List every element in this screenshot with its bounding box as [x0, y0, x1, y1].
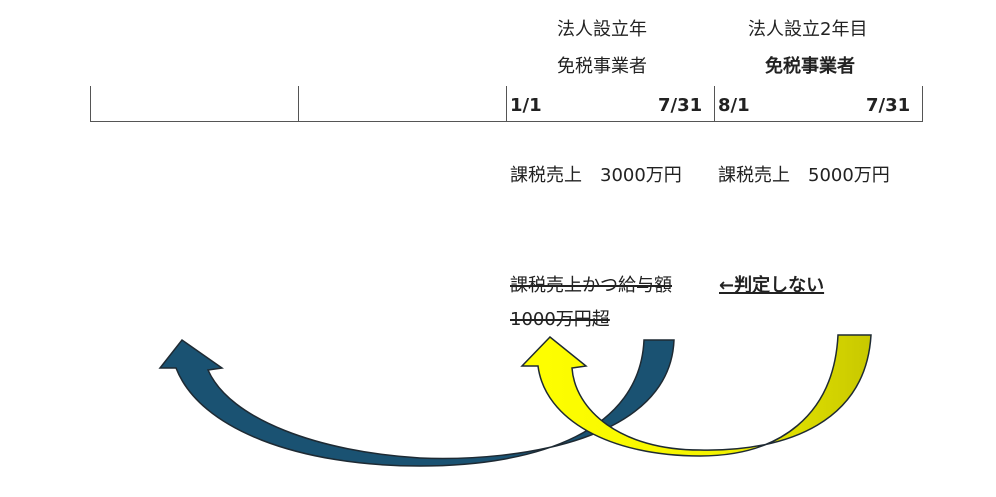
no-judgement-label: ←判定しない — [719, 275, 825, 296]
year1-title: 法人設立年 — [557, 19, 647, 40]
timeline-divider-2 — [298, 86, 299, 122]
period2-start-date: 8/1 — [718, 95, 750, 116]
condition-sales-and-salary: 課税売上かつ給与額 — [510, 275, 672, 296]
timeline-baseline — [90, 121, 922, 122]
timeline-divider-4 — [714, 86, 715, 122]
yellow-curved-arrow — [520, 334, 872, 457]
year2-taxable-sales: 課税売上 5000万円 — [718, 165, 890, 186]
blue-curved-arrow — [158, 338, 675, 467]
timeline-divider-3 — [506, 86, 507, 122]
year1-taxable-sales: 課税売上 3000万円 — [510, 165, 682, 186]
timeline-divider-5 — [922, 86, 923, 122]
year2-status: 免税事業者 — [765, 56, 855, 77]
period2-end-date: 7/31 — [866, 95, 911, 116]
period1-start-date: 1/1 — [510, 95, 542, 116]
period1-end-date: 7/31 — [658, 95, 703, 116]
timeline-divider-1 — [90, 86, 91, 122]
year2-title: 法人設立2年目 — [748, 19, 868, 40]
year1-status: 免税事業者 — [557, 56, 647, 77]
condition-threshold: 1000万円超 — [510, 309, 610, 330]
